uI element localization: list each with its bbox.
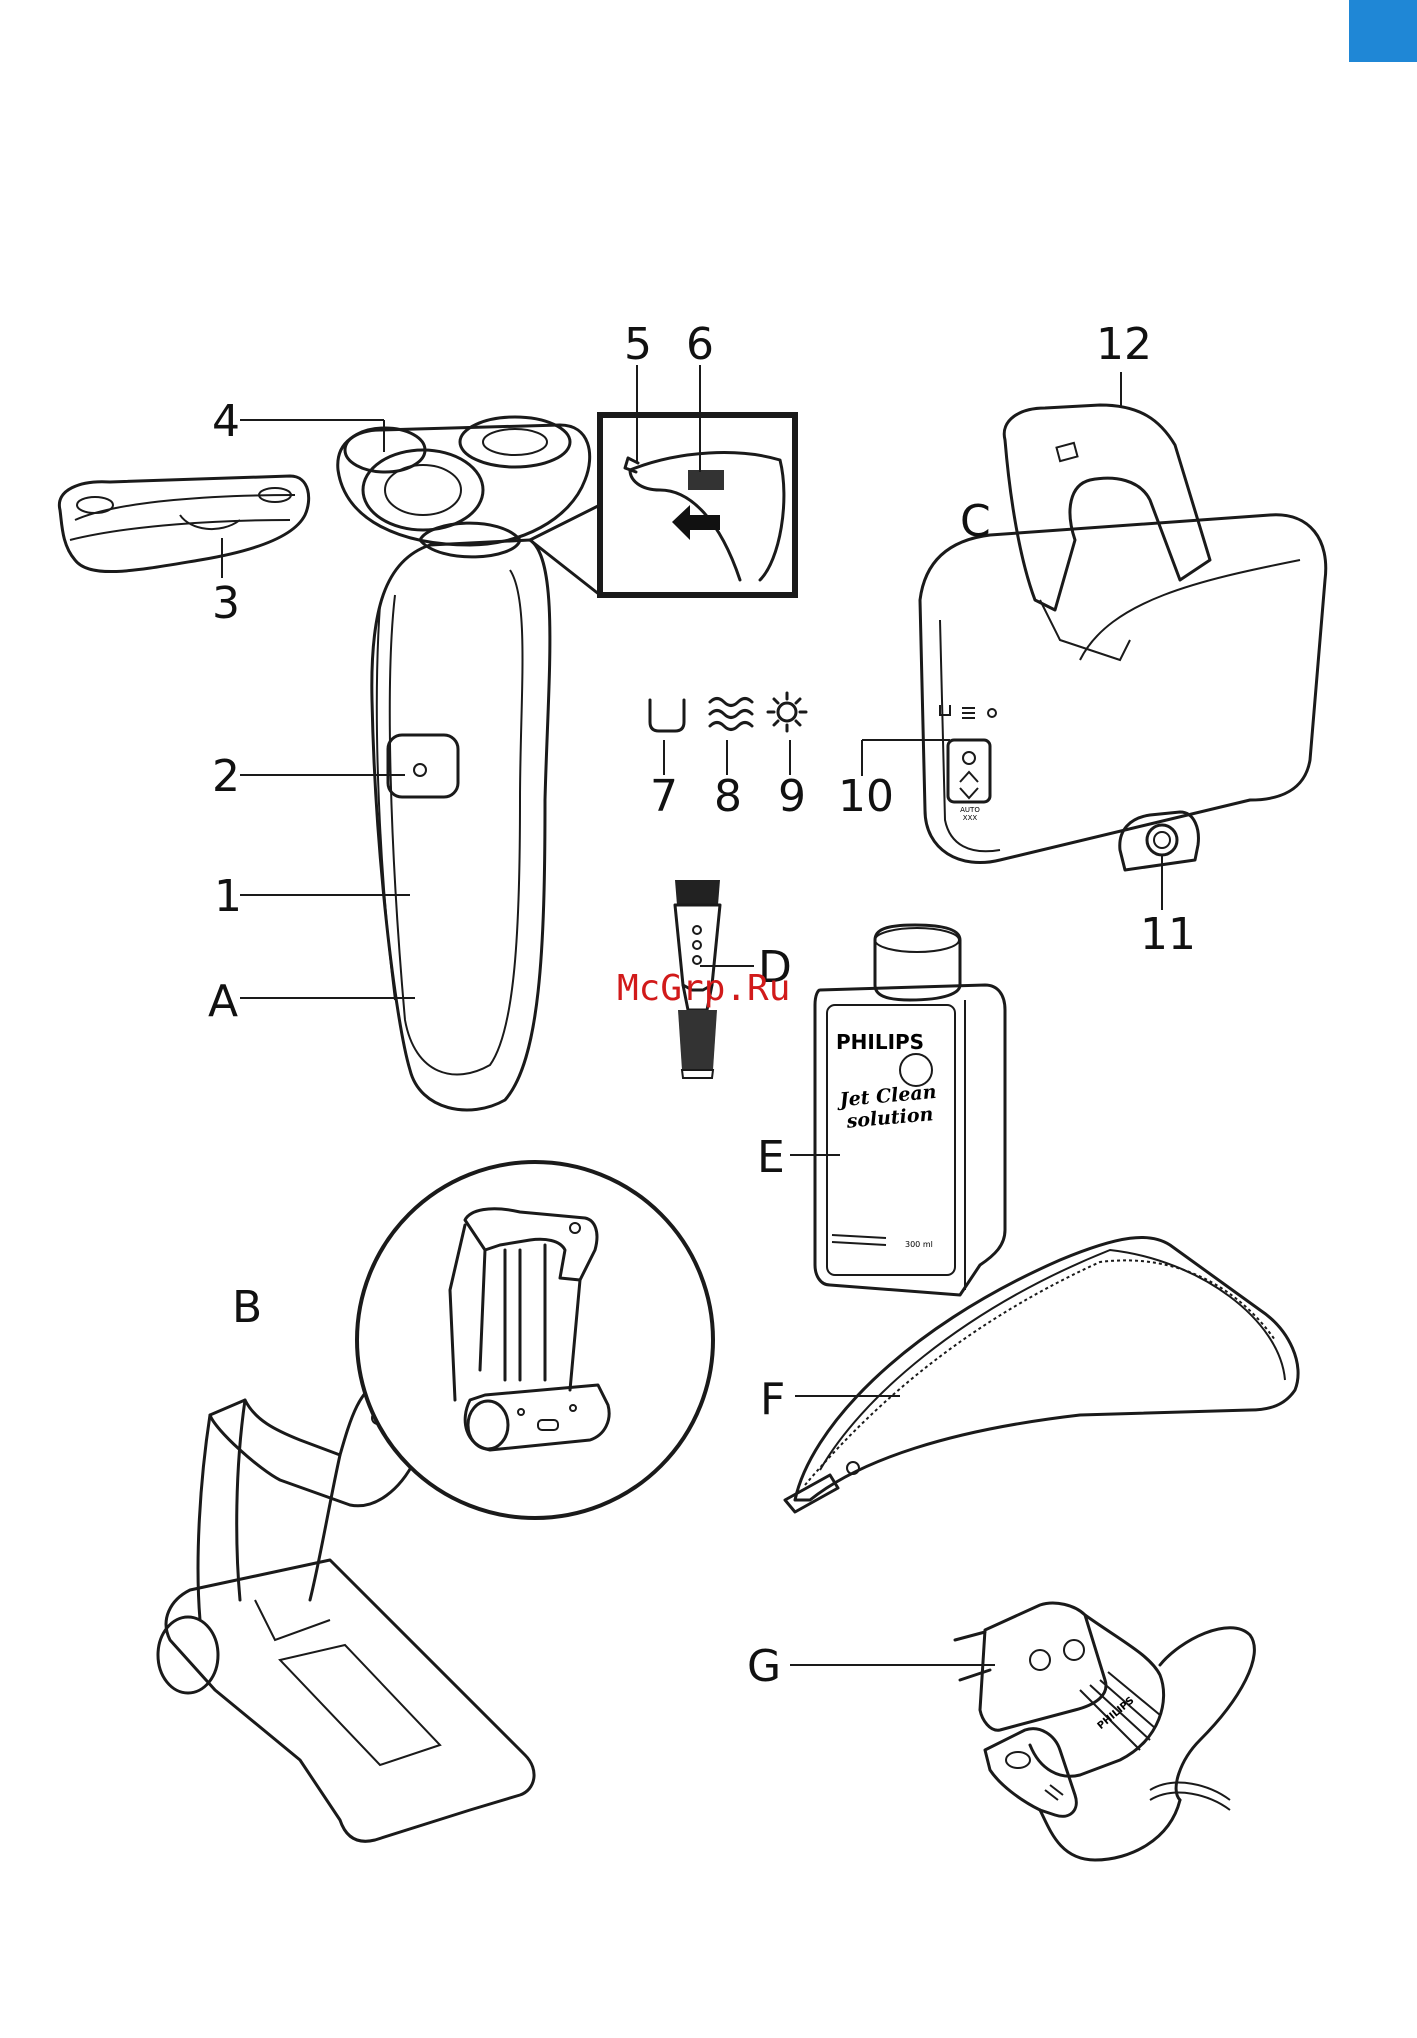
power-adapter-illustration (955, 1603, 1254, 1860)
callout-C: C (960, 500, 991, 544)
stand-detail-inset (357, 1162, 713, 1518)
station-button-text: AUTO (950, 806, 990, 814)
power-button-icon (414, 764, 426, 776)
callout-7: 7 (650, 775, 678, 819)
drying-sun-icon (768, 693, 806, 731)
cleaning-station-illustration (920, 405, 1326, 870)
bottle-volume-label: 300 ml (905, 1240, 933, 1249)
cleaning-waves-icon (710, 699, 752, 730)
shaving-unit-right-ring (483, 429, 547, 455)
callout-E: E (757, 1136, 785, 1180)
shaving-head-frame (338, 425, 590, 545)
shaver-body (372, 540, 550, 1110)
station-indicator-icons (650, 693, 806, 731)
shaving-unit-right (460, 417, 570, 467)
callout-A: A (208, 980, 238, 1024)
bottle-product-name: Jet Clean solution (833, 1080, 944, 1133)
shaving-unit-front (363, 450, 483, 530)
cartridge-icon (650, 700, 684, 731)
station-button-subtext: XXX (950, 814, 990, 822)
callout-1: 1 (214, 875, 242, 919)
station-button-label: AUTO XXX (950, 806, 990, 822)
callout-5: 5 (624, 323, 652, 367)
callout-F: F (760, 1378, 785, 1422)
travel-pouch-illustration (785, 1237, 1298, 1512)
callout-12: 12 (1096, 323, 1152, 367)
callout-3: 3 (212, 582, 240, 626)
appliance-plug (985, 1729, 1076, 1817)
callout-2: 2 (212, 755, 240, 799)
station-holder-arch (1004, 405, 1210, 610)
callout-G: G (747, 1645, 781, 1689)
bottle-brand-label: PHILIPS (836, 1030, 924, 1054)
zipper-pull (785, 1475, 838, 1512)
callout-9: 9 (778, 775, 806, 819)
callout-4: 4 (212, 400, 240, 444)
callout-B: B (232, 1286, 262, 1330)
station-lock-button (1147, 825, 1177, 855)
trimmer-slide (688, 470, 724, 490)
callout-6: 6 (686, 323, 714, 367)
callout-8: 8 (714, 775, 742, 819)
watermark: McGrp.Ru (617, 968, 790, 1009)
callout-11: 11 (1140, 913, 1196, 957)
shaver-illustration (338, 417, 590, 1110)
callout-10: 10 (838, 775, 894, 819)
protection-cap-illustration (59, 476, 308, 572)
